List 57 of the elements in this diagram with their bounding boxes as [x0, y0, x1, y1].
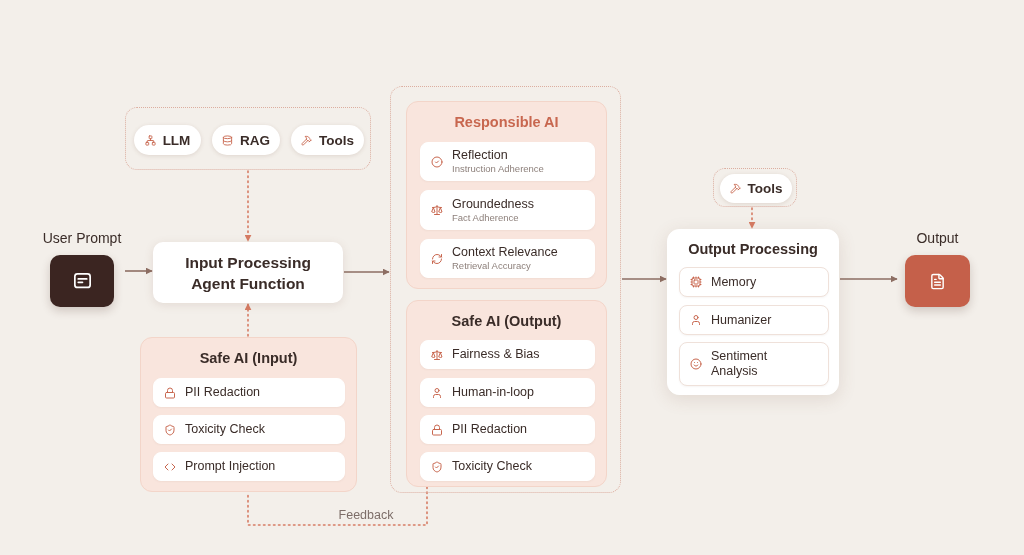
list-item: [420, 340, 595, 369]
list-item: [420, 142, 595, 181]
panel-title: Safe AI (Input): [199, 349, 298, 368]
item-label: Human-in-loop: [452, 385, 534, 400]
item-subtitle: Instruction Adherence: [452, 163, 544, 175]
panel-title: Responsible AI: [454, 113, 559, 132]
group-panel: [406, 300, 607, 487]
list-item: [420, 452, 595, 481]
item-label: Prompt Injection: [185, 459, 276, 474]
node-heading: Output: [916, 229, 959, 247]
list-item: [153, 378, 345, 407]
chip-label: LLM: [162, 132, 191, 148]
chip-label: Tools: [319, 132, 354, 148]
list-item: [420, 415, 595, 444]
item-label: Context Relevance: [452, 245, 558, 260]
node-heading: User Prompt: [42, 229, 122, 247]
arrow: [343, 268, 390, 276]
list-item: [153, 452, 345, 481]
chip-label: RAG: [240, 132, 270, 148]
arrow: [839, 275, 898, 283]
item-subtitle: Retrieval Accuracy: [452, 260, 532, 272]
item-label: Reflection: [452, 148, 509, 163]
item-label: Toxicity Check: [452, 459, 532, 474]
list-item: [679, 342, 829, 386]
item-label: Sentiment Analysis: [711, 349, 769, 379]
item-label: Fairness & Bias: [452, 347, 540, 362]
connector-line: [247, 486, 428, 526]
item-label: PII Redaction: [452, 422, 528, 437]
arrow: [748, 207, 756, 229]
tool-chip: [720, 174, 792, 203]
arrow: [621, 275, 667, 283]
list-item: [153, 415, 345, 444]
item-label: Groundedness: [452, 196, 534, 212]
item-label: PII Redaction: [185, 385, 261, 400]
list-item: [420, 378, 595, 407]
arrow: [124, 267, 153, 275]
panel-title: Output Processing: [688, 240, 818, 259]
item-subtitle: Fact Adherence: [452, 211, 520, 224]
list-item: [679, 305, 829, 335]
tool-chip: [134, 125, 201, 155]
panel-title: Safe AI (Output): [451, 312, 562, 331]
tool-chip: [212, 125, 280, 155]
group-panel: [140, 337, 357, 492]
item-label: Toxicity Check: [185, 422, 265, 437]
tool-chip: [291, 125, 364, 155]
arrow: [244, 170, 252, 242]
list-item: [420, 239, 595, 278]
item-label: Humanizer: [711, 312, 772, 328]
list-item: [679, 267, 829, 297]
group-panel: [406, 101, 607, 289]
chip-label: Tools: [747, 181, 783, 196]
item-label: Memory: [711, 274, 757, 290]
arrow: [244, 303, 252, 337]
process-title: Input Processing Agent Function: [184, 252, 312, 294]
process-card: [153, 242, 343, 303]
list-item: [420, 190, 595, 230]
process-card: [667, 229, 839, 395]
